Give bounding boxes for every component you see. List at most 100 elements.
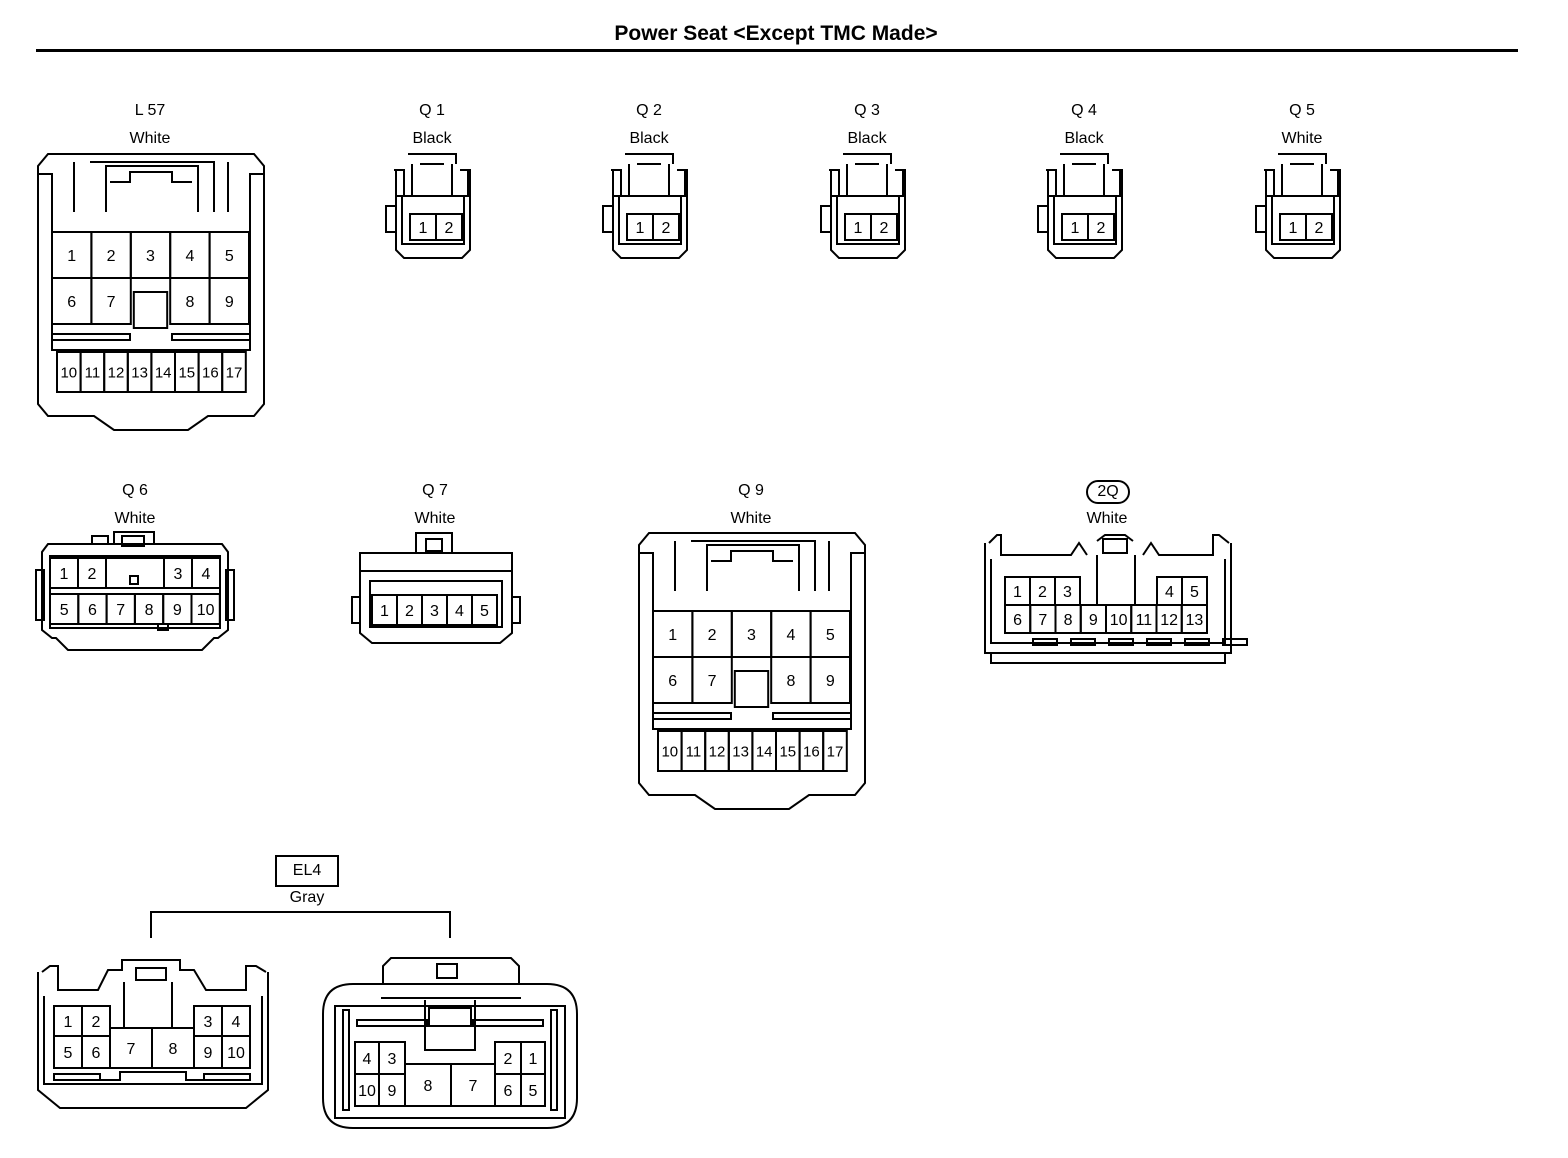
pin-label: 6	[1013, 612, 1022, 629]
pin-label: 5	[225, 248, 234, 265]
housing	[359, 570, 513, 644]
pin-label: 8	[424, 1078, 433, 1095]
pin-label: 7	[107, 294, 116, 311]
key-slot	[733, 670, 770, 708]
connector-code-q6: Q 6	[122, 482, 148, 499]
guide-bar	[1146, 638, 1172, 646]
latch	[1046, 163, 1123, 196]
latch	[38, 161, 264, 212]
connector-color-2q: White	[1086, 510, 1128, 527]
pin-label: 9	[388, 1083, 397, 1100]
connector-code-q5: Q 5	[1289, 102, 1315, 119]
pin-label: 3	[430, 603, 439, 620]
latch	[639, 540, 865, 591]
pin-label: 1	[67, 248, 76, 265]
pin-label: 1	[854, 220, 863, 237]
pin-cell	[870, 213, 898, 241]
guide-bar	[53, 1073, 101, 1081]
inner	[1053, 196, 1117, 245]
pin-label: 1	[1071, 220, 1080, 237]
pin-label: 8	[145, 602, 154, 619]
side	[612, 170, 686, 196]
pin-label: 8	[185, 294, 194, 311]
key	[428, 1007, 472, 1027]
pin-label: 9	[204, 1045, 213, 1062]
pin-label: 4	[232, 1014, 241, 1031]
side-guide	[550, 1009, 558, 1111]
pin-label: 5	[64, 1045, 73, 1062]
pin-label: 14	[756, 743, 773, 760]
pin-cell	[1305, 213, 1333, 241]
pin-cell	[221, 1035, 251, 1069]
top-edge	[41, 959, 267, 991]
pin-label: 13	[131, 364, 148, 381]
pin-label: 3	[747, 627, 756, 644]
pin-cell	[809, 656, 851, 704]
pin-label: 3	[146, 248, 155, 265]
inner	[334, 1005, 566, 1119]
top-edge	[988, 534, 1230, 556]
side-lug	[511, 596, 521, 624]
pin-label: 1	[529, 1051, 538, 1068]
pin-label: 7	[1038, 612, 1047, 629]
inner	[836, 196, 900, 245]
housing	[37, 153, 265, 431]
guide-bar	[472, 1019, 544, 1027]
connector-code-q7: Q 7	[422, 482, 448, 499]
el4-bracket	[150, 911, 451, 938]
pin-label: 5	[826, 627, 835, 644]
lock-tab	[110, 171, 192, 183]
guide-bar	[652, 712, 732, 720]
pin-label: 17	[226, 364, 243, 381]
pin-cell	[652, 213, 680, 241]
pin-label: 10	[358, 1083, 376, 1100]
body	[830, 195, 906, 259]
connector-color-q9: White	[730, 510, 772, 527]
pin-cell	[190, 593, 221, 625]
side-lug	[820, 205, 832, 233]
top-tab	[1278, 153, 1327, 164]
pin-label: 1	[668, 627, 677, 644]
pin-label: 2	[1315, 220, 1324, 237]
pin-label: 3	[174, 566, 183, 583]
pin-label: 2	[92, 1014, 101, 1031]
pin-label: 4	[1165, 584, 1174, 601]
bottom-notch	[157, 623, 169, 631]
pin-label: 2	[405, 603, 414, 620]
side-lug	[35, 569, 45, 621]
pin-cell	[520, 1073, 546, 1107]
guide-bar	[171, 333, 251, 341]
pin-label: 2	[107, 248, 116, 265]
side	[1047, 170, 1121, 196]
inner	[43, 996, 263, 1085]
connector-code-el4: EL4	[275, 855, 339, 887]
pin-label: 4	[455, 603, 464, 620]
inner	[401, 196, 465, 245]
pin-label: 5	[60, 602, 69, 619]
connector-color-el4: Gray	[289, 889, 325, 906]
connector-code-q4: Q 4	[1071, 102, 1097, 119]
connector-color-q5: White	[1281, 130, 1323, 147]
pin-label: 8	[786, 673, 795, 690]
bracket-line	[150, 911, 451, 938]
lock-tab	[1102, 538, 1128, 554]
connector-color-q4: Black	[1064, 130, 1104, 147]
upper-body	[359, 552, 513, 572]
pin-label: 15	[779, 743, 796, 760]
pin-label: 11	[1136, 612, 1153, 629]
inner	[369, 580, 503, 628]
pin-label: 11	[85, 364, 101, 381]
pin-label: 7	[708, 673, 717, 690]
lock-tab	[436, 963, 458, 979]
connector-code-q3: Q 3	[854, 102, 880, 119]
pin-label: 2	[708, 627, 717, 644]
inner	[618, 196, 682, 245]
connector-color-q6: White	[114, 510, 156, 527]
